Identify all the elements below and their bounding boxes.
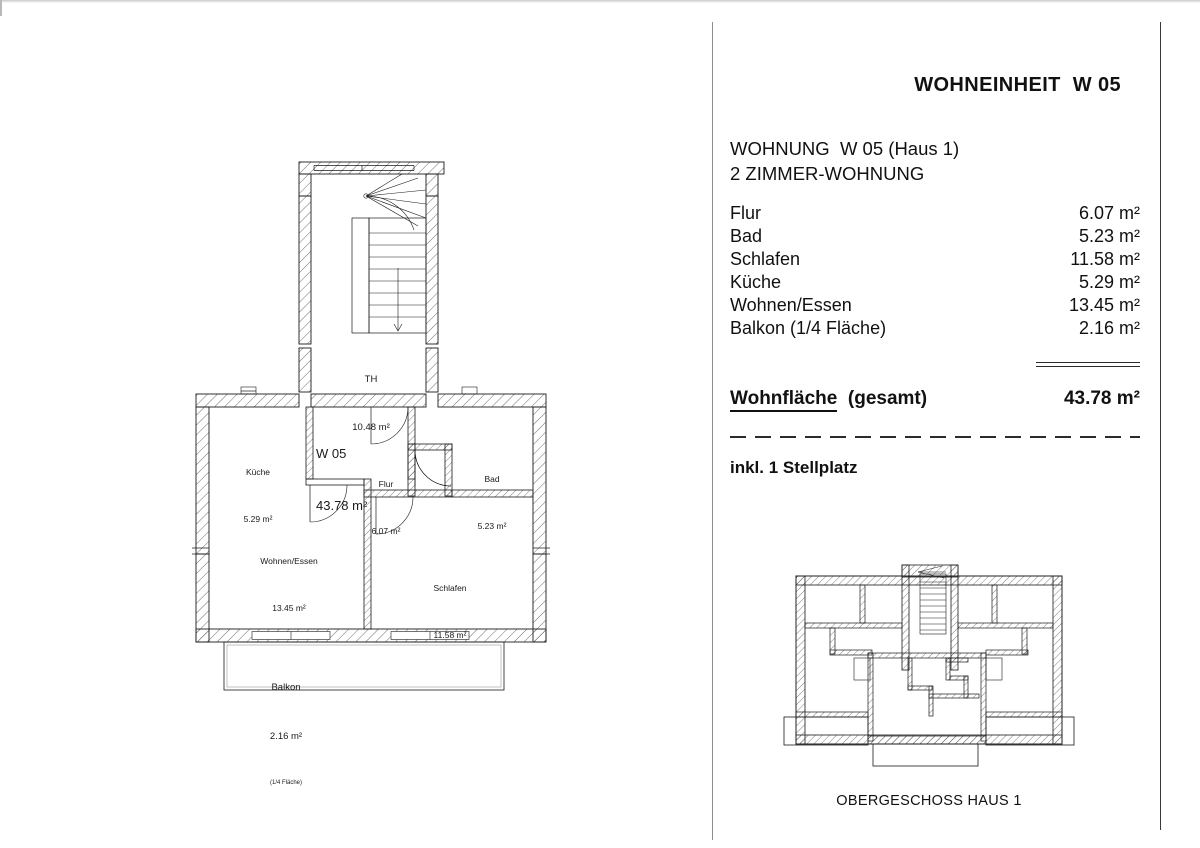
main-floor-plan: TH 10.48 m² W 05 43.78 m² Küche 5.29 m² … bbox=[186, 148, 556, 786]
room-name: Bad bbox=[730, 226, 763, 246]
room-name: Küche bbox=[730, 272, 782, 292]
room-area: 5.29 m² bbox=[1078, 272, 1140, 292]
keyplan-drawing bbox=[783, 564, 1075, 767]
room-name: Flur bbox=[730, 203, 761, 223]
table-row: Bad 5.23 m² bbox=[730, 225, 1140, 248]
room-name: Schlafen bbox=[730, 249, 801, 269]
scan-left-edge bbox=[0, 0, 2, 16]
table-row: Flur 6.07 m² bbox=[730, 202, 1140, 225]
room-area: 5.23 m² bbox=[1078, 226, 1140, 246]
page-title: WOHNEINHEIT W 05 bbox=[914, 74, 1121, 96]
parking-note: inkl. 1 Stellplatz bbox=[730, 458, 858, 477]
table-row: Schlafen 11.58 m² bbox=[730, 248, 1140, 271]
balkon-note: (1/4 Fläche) bbox=[269, 780, 302, 786]
keyplan bbox=[774, 550, 1084, 800]
main-floor-plan-drawing bbox=[192, 161, 550, 691]
room-name: Balkon (1/4 Fläche) bbox=[730, 318, 887, 338]
panel-divider-line bbox=[712, 22, 713, 840]
scan-top-edge bbox=[0, 0, 1200, 3]
unit-info-panel: WOHNEINHEIT W 05 WOHNUNG W 05 (Haus 1) 2 … bbox=[712, 22, 1161, 840]
table-row: Balkon (1/4 Fläche) 2.16 m² bbox=[730, 317, 1140, 340]
dashed-separator bbox=[730, 436, 1140, 438]
room-area: 13.45 m² bbox=[1068, 295, 1140, 315]
page-right-border bbox=[1160, 22, 1161, 830]
room-area: 6.07 m² bbox=[1078, 203, 1140, 223]
total-area-value: 43.78 m² bbox=[1063, 388, 1140, 409]
room-name: Wohnen/Essen bbox=[730, 295, 852, 315]
table-row: Küche 5.29 m² bbox=[730, 271, 1140, 294]
unit-subtitle-line2: 2 ZIMMER-WOHNUNG bbox=[730, 163, 925, 184]
sum-rule bbox=[1036, 362, 1140, 367]
balkon-area: 2.16 m² bbox=[269, 730, 303, 742]
unit-subtitle-line1: WOHNUNG W 05 (Haus 1) bbox=[730, 138, 960, 159]
total-area-label: Wohnfläche (gesamt) bbox=[730, 388, 928, 412]
room-area: 2.16 m² bbox=[1078, 318, 1140, 338]
room-area: 11.58 m² bbox=[1070, 249, 1140, 269]
table-row: Wohnen/Essen 13.45 m² bbox=[730, 294, 1140, 317]
total-area-label-main: Wohnfläche bbox=[730, 388, 838, 412]
total-area-label-suffix: (gesamt) bbox=[837, 388, 928, 409]
unit-subtitle: WOHNUNG W 05 (Haus 1) 2 ZIMMER-WOHNUNG bbox=[730, 136, 959, 186]
keyplan-caption: OBERGESCHOSS HAUS 1 bbox=[836, 793, 1022, 809]
room-area-table: Flur 6.07 m² Bad 5.23 m² Schlafen 11.58 … bbox=[730, 202, 1140, 340]
